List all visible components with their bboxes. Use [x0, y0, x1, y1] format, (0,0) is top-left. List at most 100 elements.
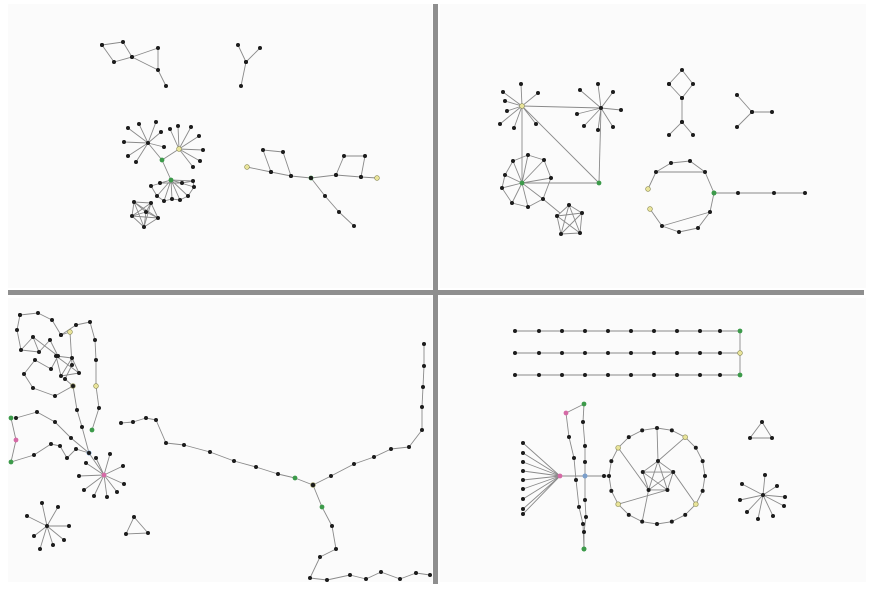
graph-edge: [736, 111, 753, 128]
graph-node: [772, 191, 776, 195]
graph-node: [121, 464, 125, 468]
graph-node: [164, 441, 168, 445]
graph-node: [132, 515, 136, 519]
graph-node: [325, 578, 329, 582]
graph-edge: [504, 174, 523, 184]
graph-node: [563, 410, 569, 416]
graph-node: [51, 543, 55, 547]
graph-node: [698, 351, 702, 355]
graph-edge: [678, 227, 699, 233]
graph-edge: [576, 107, 602, 115]
node-layer: [8, 40, 807, 582]
graph-node: [149, 184, 153, 188]
graph-edge: [628, 514, 643, 523]
hub-node: [101, 472, 107, 478]
graph-edge: [642, 521, 658, 525]
graph-edge: [761, 421, 773, 439]
graph-node: [735, 125, 739, 129]
hub-node: [519, 180, 525, 186]
graph-node: [736, 191, 740, 195]
graph-node: [680, 96, 684, 100]
hub-node: [596, 180, 602, 186]
graph-node: [126, 126, 130, 130]
panel-bottom-left: [8, 298, 432, 582]
graph-node: [364, 577, 368, 581]
graph-node: [578, 231, 582, 235]
graph-node: [615, 501, 621, 507]
graph-edge: [95, 457, 105, 476]
graph-edge: [511, 202, 529, 208]
graph-edge: [178, 148, 201, 162]
graph-edge: [46, 506, 59, 527]
graph-node: [19, 348, 23, 352]
graph-edge: [143, 202, 152, 228]
graph-node: [32, 534, 36, 538]
graph-edge: [310, 174, 337, 179]
graph-node: [607, 474, 611, 478]
graph-node: [197, 134, 201, 138]
panel-top-left: [8, 4, 432, 288]
graph-node: [342, 154, 346, 158]
graph-edge: [762, 494, 774, 517]
graph-node: [25, 514, 29, 518]
graph-edge: [282, 151, 292, 177]
graph-edge: [600, 91, 614, 109]
graph-edge: [16, 314, 21, 331]
graph-node: [783, 495, 787, 499]
graph-node: [40, 501, 44, 505]
graph-node: [162, 199, 166, 203]
graph-node: [575, 112, 579, 116]
graph-edge: [36, 411, 56, 423]
graph-node: [534, 122, 538, 126]
graph-edge: [657, 460, 674, 473]
graph-edge: [521, 177, 552, 184]
graph-edge: [245, 47, 261, 63]
graph-node: [77, 474, 81, 478]
graph-node: [677, 230, 681, 234]
graph-node: [521, 460, 525, 464]
graph-node: [519, 82, 523, 86]
graph-edge: [521, 154, 529, 184]
graph-node: [602, 474, 606, 478]
graph-edge: [360, 155, 366, 178]
graph-edge: [324, 195, 340, 213]
graph-edge: [135, 142, 149, 163]
graph-node: [756, 517, 760, 521]
graph-node: [348, 573, 352, 577]
graph-edge: [681, 121, 694, 136]
graph-node: [537, 351, 541, 355]
graph-edge: [93, 474, 105, 497]
graph-node: [254, 465, 258, 469]
graph-edge: [501, 187, 513, 204]
graph-node: [771, 514, 775, 518]
graph-node: [611, 125, 615, 129]
graph-node: [683, 512, 688, 517]
graph-node: [511, 159, 515, 163]
graph-node: [688, 159, 692, 163]
graph-edge: [642, 427, 658, 431]
graph-node: [94, 456, 98, 460]
graph-node: [132, 200, 136, 204]
graph-node: [244, 60, 248, 64]
graph-node: [236, 43, 240, 47]
graph-edge: [579, 212, 583, 234]
graph-node: [656, 459, 660, 463]
graph-node: [737, 372, 743, 378]
graph-edge: [618, 489, 668, 505]
graph-edge: [642, 471, 650, 491]
graph-edge: [373, 448, 392, 458]
graph-node: [512, 126, 516, 130]
graph-node: [541, 197, 545, 201]
graph-edge: [598, 107, 602, 184]
graph-node: [198, 159, 202, 163]
graph-edge: [762, 494, 786, 498]
graph-edge: [290, 175, 312, 179]
graph-edge: [504, 160, 514, 176]
graph-edge: [749, 421, 763, 439]
graph-node: [609, 459, 614, 464]
graph-node: [407, 445, 411, 449]
graph-node: [422, 364, 426, 368]
graph-edge: [237, 44, 247, 63]
graph-node: [239, 84, 243, 88]
graph-node: [155, 194, 159, 198]
